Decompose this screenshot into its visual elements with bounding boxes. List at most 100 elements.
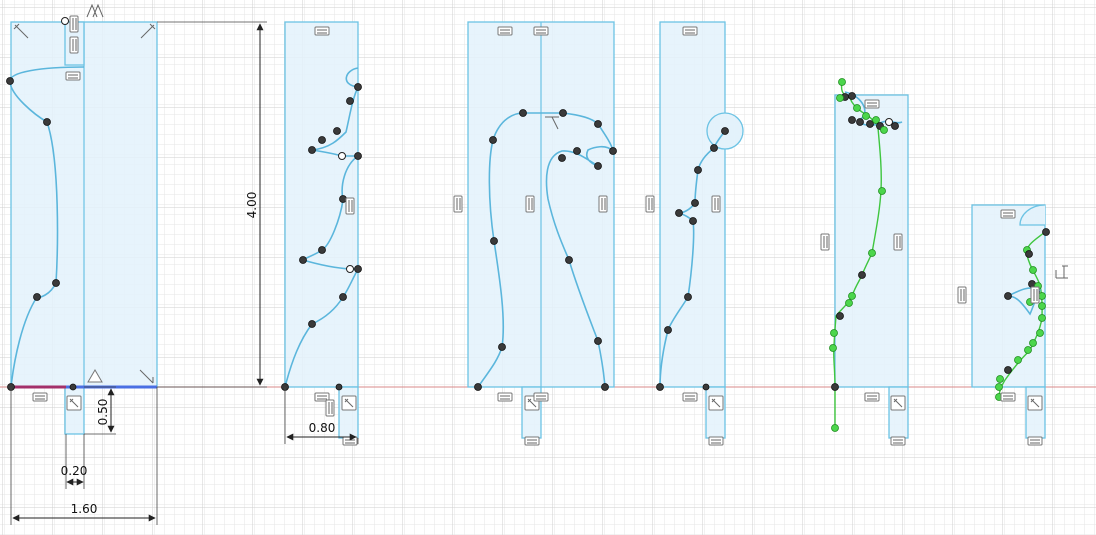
- fixed-point[interactable]: [853, 104, 861, 112]
- dimension-small-width-value[interactable]: 0.80: [309, 421, 336, 435]
- sketch-point[interactable]: [1025, 250, 1033, 258]
- sketch-point[interactable]: [559, 109, 567, 117]
- sketch-point[interactable]: [335, 383, 343, 391]
- fixed-point[interactable]: [838, 78, 846, 86]
- profile-6[interactable]: [957, 204, 1068, 446]
- dimension-gap[interactable]: 0.20: [61, 434, 88, 489]
- sketch-point[interactable]: [710, 144, 718, 152]
- sketch-point[interactable]: [490, 237, 498, 245]
- horizontal-constraint-icon[interactable]: [65, 71, 81, 81]
- vertical-constraint-icon[interactable]: [525, 195, 535, 213]
- sketch-point[interactable]: [858, 271, 866, 279]
- sketch-point[interactable]: [689, 217, 697, 225]
- sketch-point[interactable]: [354, 152, 362, 160]
- sketch-point[interactable]: [856, 118, 864, 126]
- sketch-point[interactable]: [684, 293, 692, 301]
- sketch-point[interactable]: [52, 279, 60, 287]
- sketch-point[interactable]: [558, 154, 566, 162]
- sketch-point[interactable]: [848, 116, 856, 124]
- sketch-point-open[interactable]: [338, 152, 346, 160]
- perpendicular-constraint-icon[interactable]: [1027, 395, 1043, 411]
- fixed-point[interactable]: [1029, 266, 1037, 274]
- vertical-constraint-icon[interactable]: [1030, 286, 1040, 304]
- horizontal-constraint-icon[interactable]: [32, 392, 48, 402]
- perpendicular-constraint-icon[interactable]: [708, 395, 724, 411]
- sketch-point[interactable]: [1042, 228, 1050, 236]
- horizontal-constraint-icon[interactable]: [682, 392, 698, 402]
- horizontal-constraint-icon[interactable]: [1000, 209, 1016, 219]
- sketch-point[interactable]: [308, 146, 316, 154]
- profile-2-curve[interactable]: [284, 67, 361, 388]
- horizontal-constraint-icon[interactable]: [314, 26, 330, 36]
- sketch-point[interactable]: [474, 383, 482, 391]
- fixed-point[interactable]: [848, 292, 856, 300]
- profile-6-arc[interactable]: [1019, 204, 1046, 226]
- sketch-point[interactable]: [565, 256, 573, 264]
- perpendicular-constraint-icon[interactable]: [341, 395, 357, 411]
- horizontal-constraint-icon[interactable]: [533, 392, 549, 402]
- sketch-point[interactable]: [836, 312, 844, 320]
- horizontal-constraint-icon[interactable]: [682, 26, 698, 36]
- sketch-point[interactable]: [702, 383, 710, 391]
- fixed-point[interactable]: [995, 383, 1003, 391]
- perpendicular-constraint-icon[interactable]: [140, 23, 156, 39]
- vertical-constraint-icon[interactable]: [345, 197, 355, 215]
- horizontal-constraint-icon[interactable]: [864, 392, 880, 402]
- sketch-point[interactable]: [354, 265, 362, 273]
- fixed-point[interactable]: [829, 344, 837, 352]
- sketch-point[interactable]: [498, 343, 506, 351]
- perpendicular-constraint-icon[interactable]: [545, 116, 559, 130]
- sketch-point[interactable]: [6, 77, 14, 85]
- dimension-gap-value[interactable]: 0.20: [61, 464, 88, 478]
- fixed-point[interactable]: [1024, 346, 1032, 354]
- horizontal-constraint-icon[interactable]: [533, 26, 549, 36]
- horizontal-constraint-icon[interactable]: [1000, 392, 1016, 402]
- fix-constraint-icon[interactable]: [1055, 265, 1068, 279]
- sketch-point[interactable]: [354, 83, 362, 91]
- horizontal-constraint-icon[interactable]: [1027, 436, 1043, 446]
- sketch-point[interactable]: [594, 162, 602, 170]
- fixed-point[interactable]: [830, 329, 838, 337]
- profile-6-lower-tab[interactable]: [1025, 386, 1046, 439]
- vertical-constraint-icon[interactable]: [820, 233, 830, 251]
- tangent-constraint-icon[interactable]: [86, 3, 104, 18]
- tangent-constraint-icon[interactable]: [87, 369, 103, 383]
- perpendicular-constraint-icon[interactable]: [890, 395, 906, 411]
- vertical-constraint-icon[interactable]: [69, 36, 79, 54]
- sketch-point[interactable]: [33, 293, 41, 301]
- sketch-point[interactable]: [664, 326, 672, 334]
- fixed-point[interactable]: [1038, 302, 1046, 310]
- fixed-point[interactable]: [878, 187, 886, 195]
- sketch-point[interactable]: [594, 337, 602, 345]
- profile-2-lower-tab[interactable]: [338, 386, 359, 439]
- profile-2[interactable]: [281, 21, 362, 446]
- vertical-constraint-icon[interactable]: [453, 195, 463, 213]
- dimension-total-width-value[interactable]: 1.60: [71, 502, 98, 516]
- sketch-point-open[interactable]: [346, 265, 354, 273]
- dimension-small-width[interactable]: 0.80: [284, 387, 359, 444]
- profile-1[interactable]: [6, 3, 158, 435]
- sketch-point[interactable]: [519, 109, 527, 117]
- vertical-constraint-icon[interactable]: [711, 195, 721, 213]
- sketch-point[interactable]: [333, 127, 341, 135]
- fixed-point[interactable]: [1038, 292, 1046, 300]
- perpendicular-constraint-icon[interactable]: [13, 23, 29, 39]
- fixed-point[interactable]: [868, 249, 876, 257]
- sketch-point[interactable]: [831, 383, 839, 391]
- sketch-point[interactable]: [691, 199, 699, 207]
- sketch-point[interactable]: [594, 120, 602, 128]
- vertical-constraint-icon[interactable]: [69, 15, 79, 33]
- vertical-constraint-icon[interactable]: [598, 195, 608, 213]
- profile-4-lower-tab[interactable]: [705, 386, 726, 439]
- sketch-point-open[interactable]: [885, 118, 893, 126]
- fixed-point[interactable]: [1038, 314, 1046, 322]
- fixed-point[interactable]: [996, 375, 1004, 383]
- sketch-point[interactable]: [339, 195, 347, 203]
- sketch-point[interactable]: [721, 127, 729, 135]
- horizontal-constraint-icon[interactable]: [864, 99, 880, 109]
- fixed-point[interactable]: [872, 116, 880, 124]
- dimension-offset-value[interactable]: 0.50: [96, 399, 110, 426]
- dimension-offset[interactable]: 0.50: [84, 386, 116, 435]
